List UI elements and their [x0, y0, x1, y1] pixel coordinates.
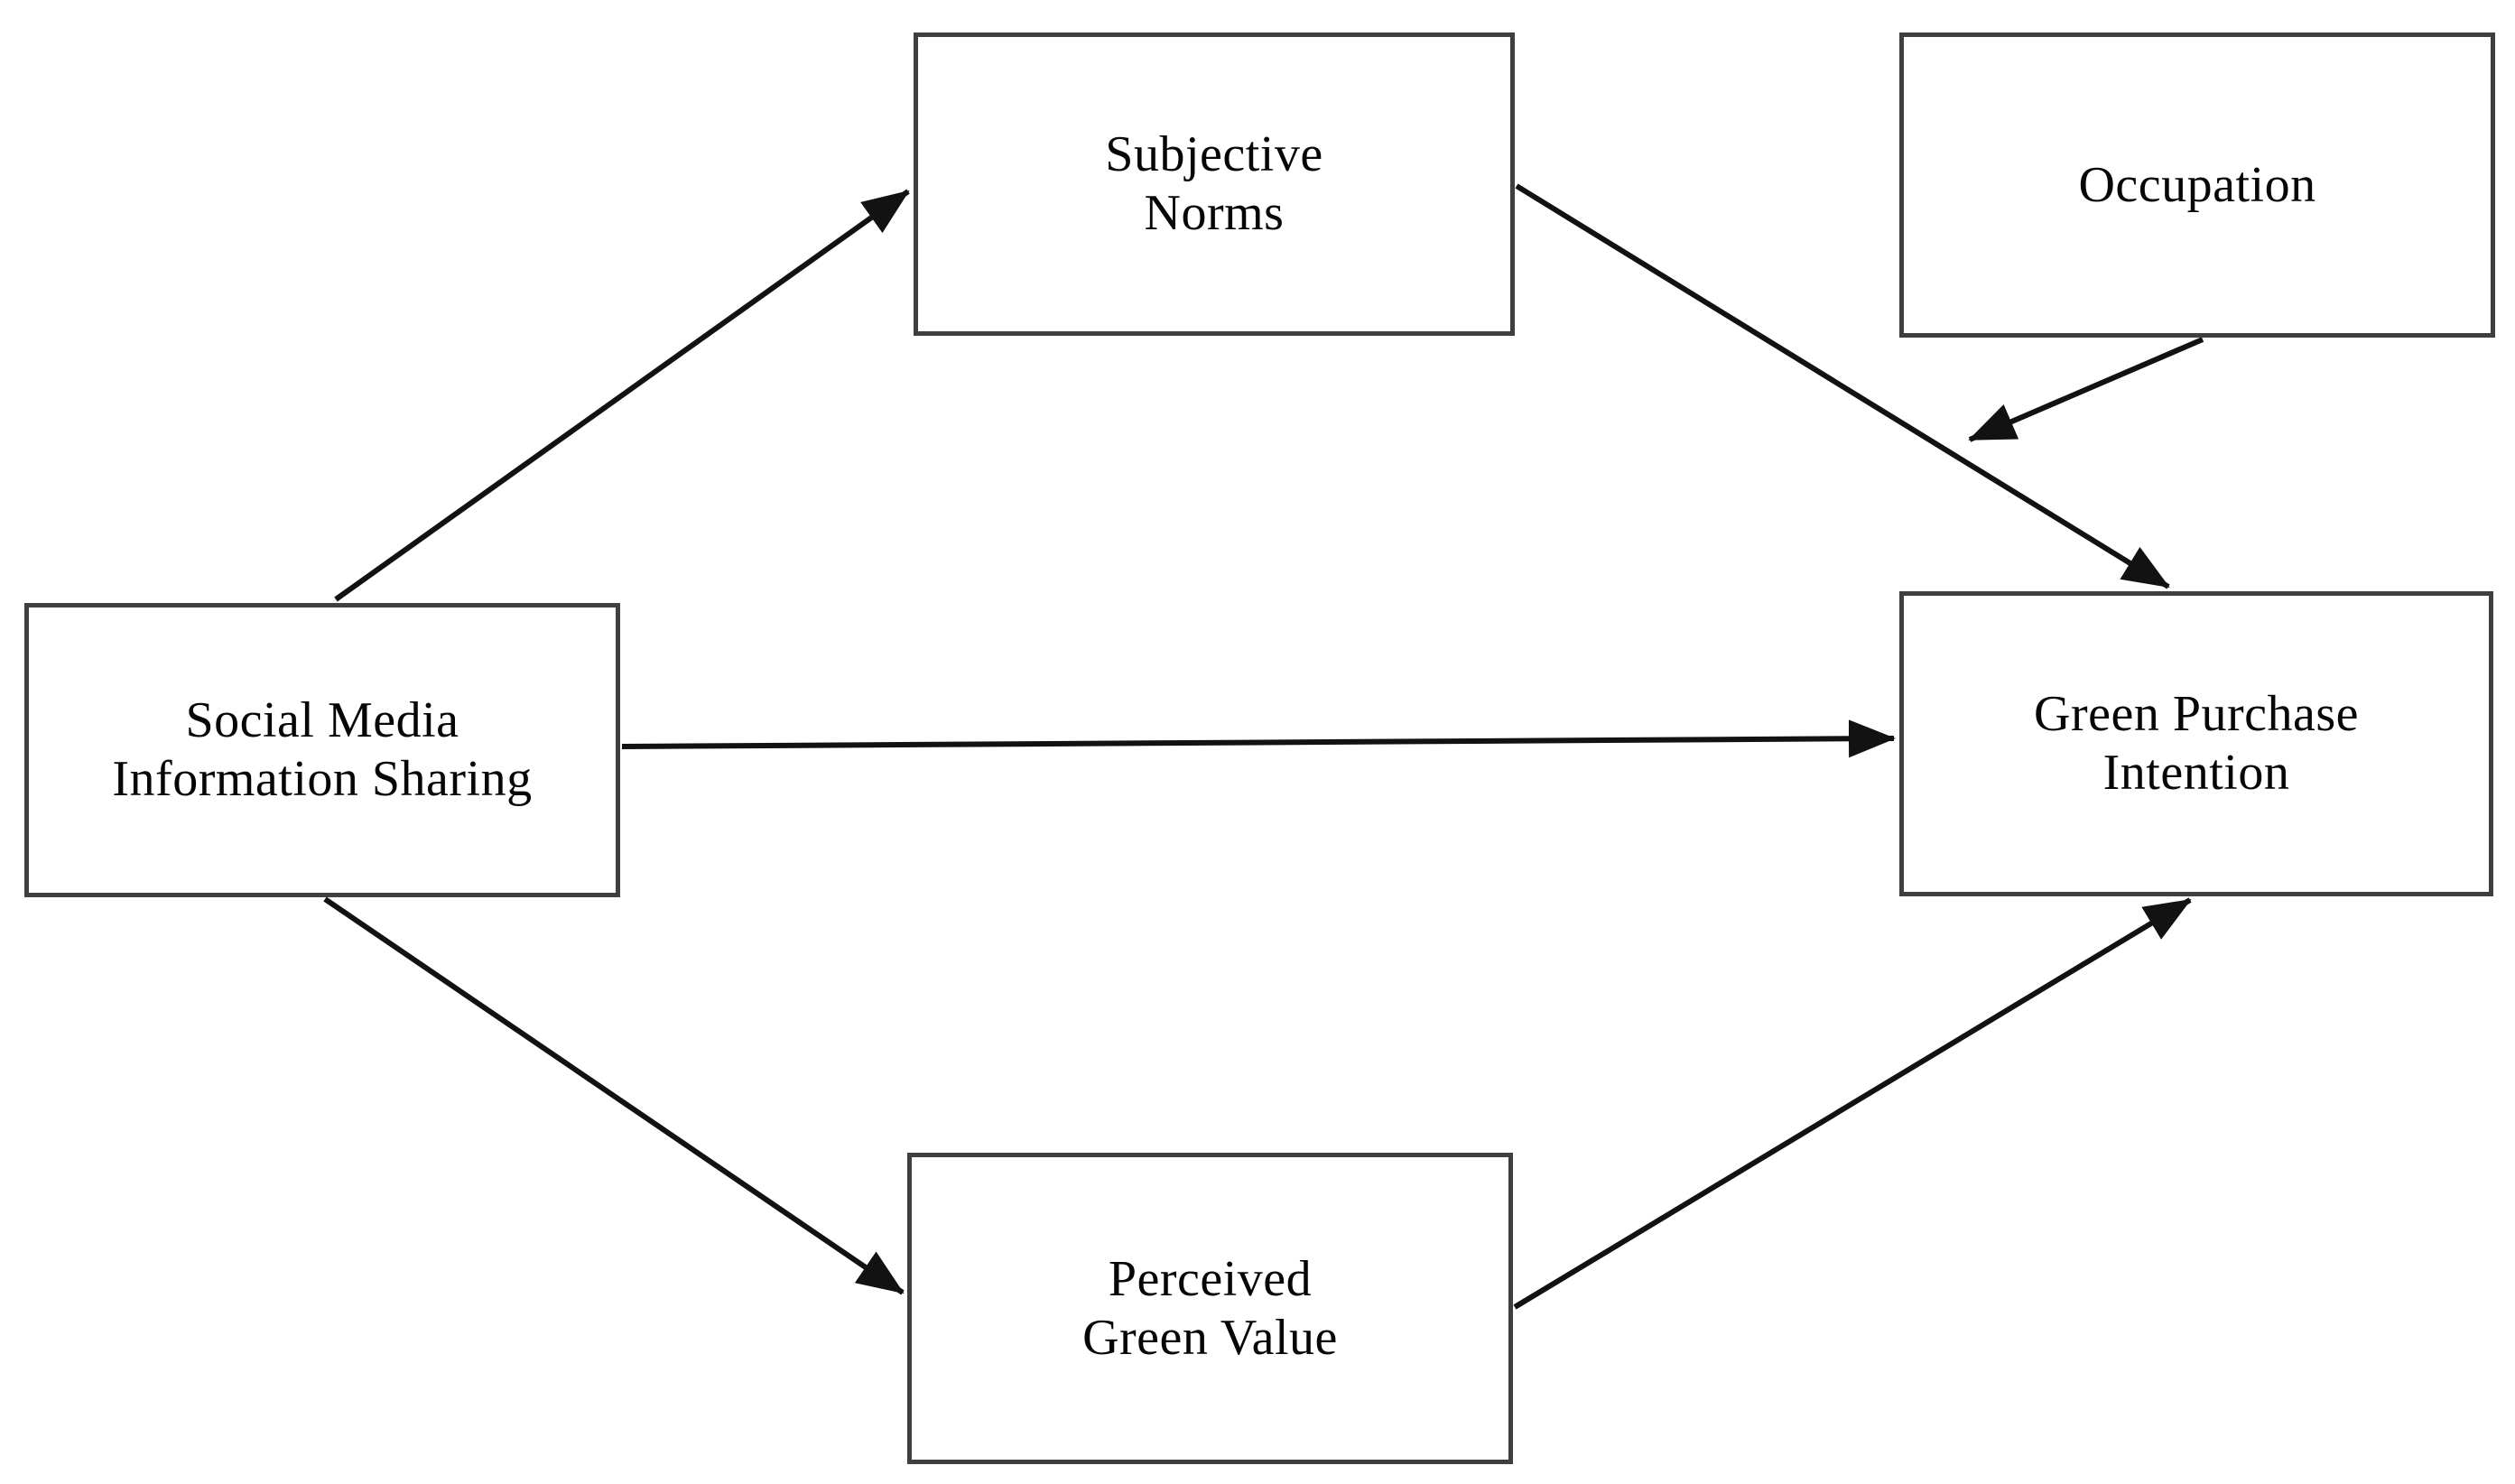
node-green-purchase-intention-label: Green Purchase Intention [2034, 686, 2359, 801]
arrow-occupation-moderation [1968, 337, 2204, 442]
arrow-smis-to-green-purchase-intention [621, 719, 1896, 758]
node-green-purchase-intention: Green Purchase Intention [1899, 591, 2493, 896]
arrow-smis-to-perceived-green-value [323, 896, 905, 1295]
node-perceived-green-value: Perceived Green Value [907, 1153, 1513, 1464]
node-perceived-green-value-label: Perceived Green Value [1082, 1250, 1338, 1366]
arrow-perceived-green-value-to-green-purchase-intention [1513, 897, 2192, 1310]
arrow-smis-to-subjective-norms [334, 189, 910, 602]
node-social-media-information-sharing: Social Media Information Sharing [24, 603, 620, 897]
node-subjective-norms-label: Subjective Norms [1105, 126, 1323, 241]
node-occupation: Occupation [1899, 32, 2495, 338]
node-occupation-label: Occupation [2078, 156, 2316, 213]
node-subjective-norms: Subjective Norms [914, 32, 1515, 336]
node-social-media-information-sharing-label: Social Media Information Sharing [112, 692, 533, 807]
